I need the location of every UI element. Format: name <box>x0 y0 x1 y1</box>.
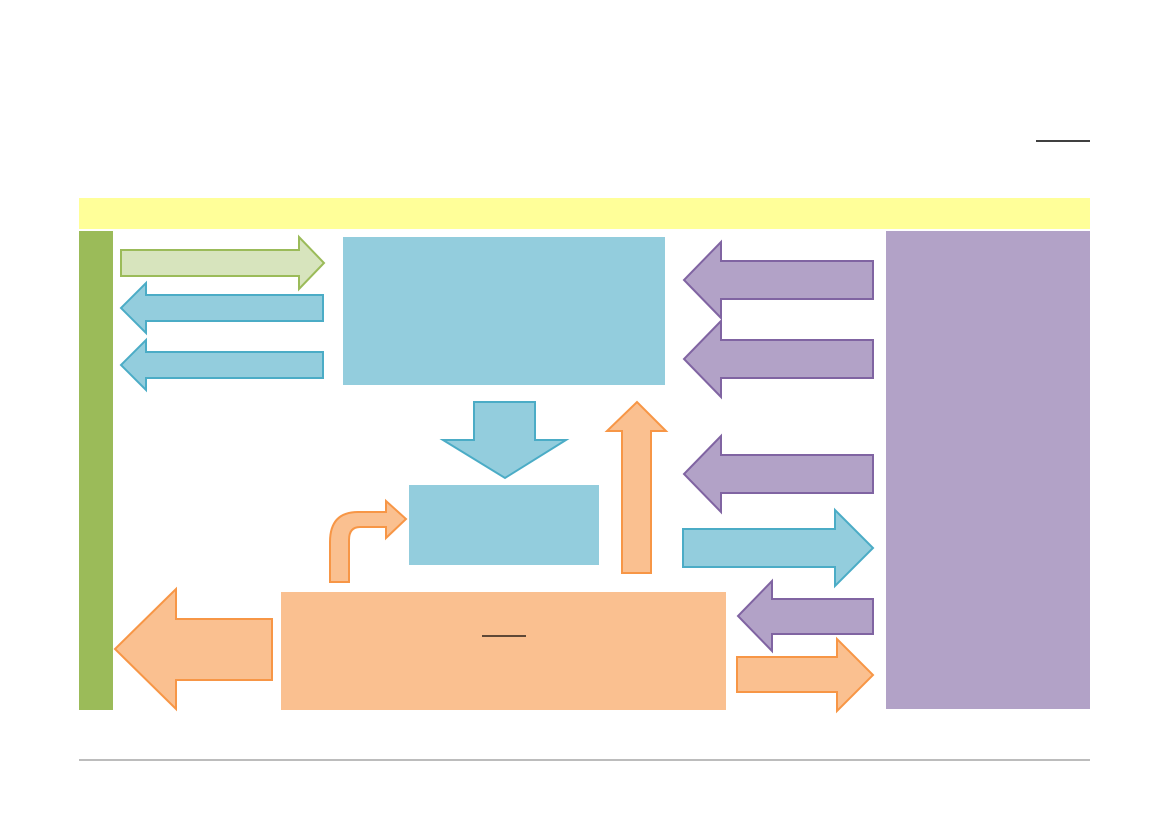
orange-arrow-right <box>736 636 875 714</box>
purple-arrow-left-4 <box>736 578 874 654</box>
purple-arrow-left-2 <box>682 318 874 400</box>
green-arrow-right <box>120 234 326 292</box>
purple-arrow-left-1 <box>682 239 874 321</box>
orange-bent-arrow <box>329 498 408 583</box>
bottom-orange-box <box>281 592 726 710</box>
orange-arrow-up <box>604 400 669 574</box>
blue-arrow-left-2 <box>119 337 324 393</box>
top-banner <box>79 198 1090 229</box>
blue-arrow-down <box>439 401 570 480</box>
left-green-bar <box>79 231 113 710</box>
top-blue-box <box>343 237 665 385</box>
right-purple-panel <box>886 231 1090 709</box>
middle-blue-box <box>409 485 599 565</box>
blue-arrow-left-1 <box>119 280 324 336</box>
orange-arrow-left-large <box>113 586 273 712</box>
blue-arrow-right <box>682 507 875 589</box>
purple-arrow-left-3 <box>682 433 874 515</box>
